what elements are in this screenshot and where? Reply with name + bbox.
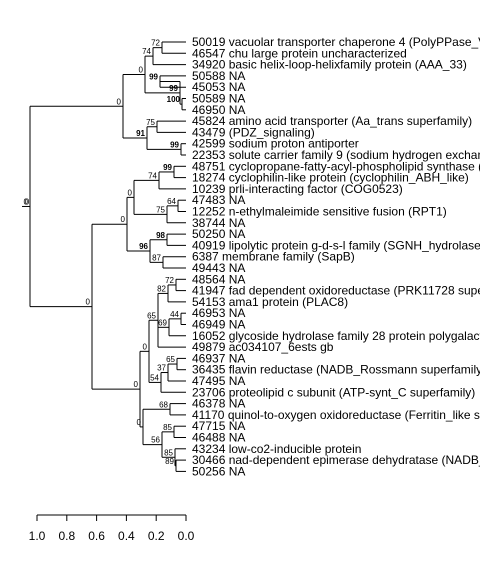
leaf-label: 30466 nad-dependent epimerase dehydratas… <box>192 453 480 467</box>
support-value: 0 <box>137 418 142 427</box>
leaf-label: 43234 low-co2-inducible protein <box>192 442 361 456</box>
leaf-label: 43479 (PDZ_signaling) <box>192 125 315 139</box>
support-value: 0 <box>117 97 122 106</box>
leaf-label: 49879 ac034107_6ests gb <box>192 340 334 354</box>
leaf-label: 41170 quinol-to-oxygen oxidoreductase (F… <box>192 408 480 422</box>
support-value: 99 <box>149 73 158 82</box>
support-value: 0 <box>143 342 148 351</box>
leaf-label: 50256 NA <box>192 464 245 478</box>
support-value: 89 <box>165 457 174 466</box>
support-value: 99 <box>169 84 178 93</box>
support-value: 99 <box>163 163 172 172</box>
leaf-label: 12252 n-ethylmaleimide sensitive fusion … <box>192 205 447 219</box>
leaf-label: 40919 lipolytic protein g-d-s-l family (… <box>192 238 480 252</box>
support-value: 87 <box>152 253 161 262</box>
support-value: 44 <box>170 310 179 319</box>
leaf-label: 50588 NA <box>192 69 245 83</box>
leaf-label: 46950 NA <box>192 103 245 117</box>
support-value: 74 <box>142 47 151 56</box>
support-value: 0 <box>25 197 30 206</box>
leaf-labels: 50019 vacuolar transporter chaperone 4 (… <box>192 35 480 478</box>
axis-tick-label: 0.2 <box>148 529 165 543</box>
leaf-label: 46488 NA <box>192 431 245 445</box>
leaf-label: 49443 NA <box>192 261 245 275</box>
leaf-label: 18274 cyclophilin-like protein (cyclophi… <box>192 171 469 185</box>
support-value: 0 <box>121 215 126 224</box>
leaf-label: 50019 vacuolar transporter chaperone 4 (… <box>192 35 480 49</box>
support-value: 0 <box>128 188 133 197</box>
axis-tick-label: 0.6 <box>88 529 105 543</box>
support-value: 69 <box>158 318 167 327</box>
support-value: 74 <box>148 171 157 180</box>
dendrogram-branches <box>22 41 186 472</box>
leaf-label: 45824 amino acid transporter (Aa_trans s… <box>192 114 472 128</box>
support-value: 0 <box>24 197 29 206</box>
support-value: 72 <box>151 39 160 48</box>
support-value: 96 <box>139 242 148 251</box>
leaf-label: 46547 chu large protein uncharacterized <box>192 46 407 60</box>
support-value: 85 <box>163 423 172 432</box>
support-value: 91 <box>136 129 145 138</box>
distance-axis: 1.0 0.8 0.6 0.4 0.2 0.0 <box>29 514 195 543</box>
leaf-label: 47495 NA <box>192 374 245 388</box>
leaf-label: 46949 NA <box>192 318 245 332</box>
leaf-label: 16052 glycoside hydrolase family 28 prot… <box>192 329 480 343</box>
leaf-label: 46953 NA <box>192 306 245 320</box>
leaf-label: 54153 ama1 protein (PLAC8) <box>192 295 348 309</box>
leaf-label: 50589 NA <box>192 92 245 106</box>
leaf-label: 6387 membrane family (SapB) <box>192 250 355 264</box>
leaf-label: 50250 NA <box>192 227 245 241</box>
support-values: 7274991009907599910997464750988796072824… <box>24 39 181 466</box>
leaf-label: 47715 NA <box>192 419 245 433</box>
axis-tick-label: 1.0 <box>29 529 46 543</box>
leaf-label: 34920 basic helix-loop-helixfamily prote… <box>192 58 467 72</box>
leaf-label: 23706 proteolipid c subunit (ATP-synt_C … <box>192 385 475 399</box>
support-value: 100 <box>167 95 181 104</box>
support-value: 64 <box>167 197 176 206</box>
support-value: 75 <box>146 118 155 127</box>
leaf-label: 47483 NA <box>192 193 245 207</box>
axis-tick-label: 0.4 <box>118 529 135 543</box>
support-value: 85 <box>164 448 173 457</box>
leaf-label: 48751 cyclopropane-fatty-acyl-phospholip… <box>192 159 480 173</box>
leaf-label: 42599 sodium proton antiporter <box>192 137 359 151</box>
leaf-label: 36435 flavin reductase (NADB_Rossmann su… <box>192 363 480 377</box>
axis-tick-label: 0.0 <box>178 529 195 543</box>
support-value: 72 <box>165 276 174 285</box>
support-value: 54 <box>150 373 159 382</box>
leaf-label: 48564 NA <box>192 272 245 286</box>
support-value: 99 <box>170 140 179 149</box>
support-value: 75 <box>156 205 165 214</box>
support-value: 98 <box>156 231 165 240</box>
leaf-label: 41947 fad dependent oxidoreductase (PRK1… <box>192 284 480 298</box>
support-value: 82 <box>157 284 166 293</box>
support-value: 65 <box>166 355 175 364</box>
support-value: 56 <box>151 436 160 445</box>
support-value: 0 <box>86 298 91 307</box>
leaf-label: 45053 NA <box>192 80 245 94</box>
axis-tick-label: 0.8 <box>58 529 75 543</box>
leaf-label: 38744 NA <box>192 216 245 230</box>
support-value: 0 <box>134 380 139 389</box>
leaf-label: 22353 solute carrier family 9 (sodium hy… <box>192 148 480 162</box>
support-value: 37 <box>157 364 166 373</box>
leaf-label: 46378 NA <box>192 397 245 411</box>
leaf-label: 10239 prli-interacting factor (COG0523) <box>192 182 403 196</box>
leaf-label: 46937 NA <box>192 351 245 365</box>
support-value: 0 <box>139 65 144 74</box>
support-value: 65 <box>147 311 156 320</box>
support-value: 68 <box>159 400 168 409</box>
